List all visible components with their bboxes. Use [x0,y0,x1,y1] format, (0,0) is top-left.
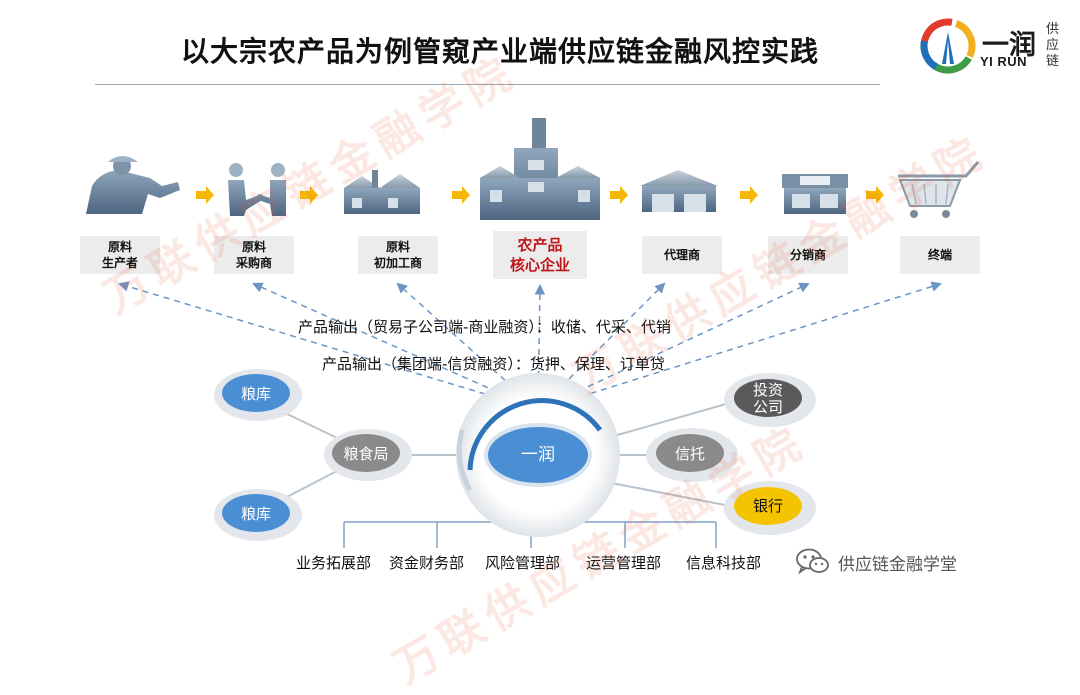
chain-arrows [196,186,884,204]
wechat-account-name: 供应链金融学堂 [838,554,957,575]
shopping-cart-icon [898,161,980,218]
hub-graphic [456,373,620,537]
store-icon [782,174,848,214]
node-granary-top: 粮库 [240,384,271,403]
wechat-source: 供应链金融学堂 [796,546,957,578]
logo-main-text: 一润 [982,30,1036,61]
dept-operations: 运营管理部 [586,554,662,572]
diagram-canvas [86,118,980,548]
note-trade-financing: 产品输出（贸易子公司端-商业融资）：收储、代采、代销 [298,318,671,336]
node-bubbles [214,369,816,541]
processing-plant-icon [344,170,420,214]
farmer-icon [86,156,180,214]
chain-step-raw-producer: 原料 生产者 [80,236,160,274]
node-trust: 信托 [674,444,705,463]
chain-step-distributor: 分销商 [768,236,848,274]
dept-business-development: 业务拓展部 [296,554,372,572]
dept-it: 信息科技部 [686,554,762,572]
node-granary-bottom: 粮库 [240,504,271,523]
node-bank: 银行 [752,496,783,515]
chain-step-primary-processor: 原料 初加工商 [358,236,438,274]
node-grain-bureau: 粮食局 [343,444,389,463]
logo-ring-icon [920,18,976,74]
chain-step-terminal: 终端 [900,236,980,274]
dept-risk-management: 风险管理部 [485,554,561,572]
logo-side-text: 供 应 链 [1046,22,1060,69]
chain-step-core-enterprise: 农产品 核心企业 [493,231,587,279]
chain-step-raw-purchaser: 原料 采购商 [214,236,294,274]
core-factory-icon [480,118,600,220]
chain-step-agent: 代理商 [642,236,722,274]
page-title: 以大宗农产品为例管窥产业端供应链金融风控实践 [180,35,819,68]
logo-sub-text: YI RUN [980,54,1028,69]
note-group-financing: 产品输出（集团端-信贷融资）：货押、保理、订单贷 [322,355,665,373]
agent-warehouse-icon [640,170,718,212]
dept-finance: 资金财务部 [389,554,465,572]
wechat-icon [796,548,829,575]
brand-logo: 一润 YI RUN 供 应 链 [920,18,1070,78]
handshake-icon [228,163,286,216]
node-investment-company: 投资 公司 [752,381,783,416]
hub-label: 一润 [521,444,555,465]
title-divider [95,84,880,85]
